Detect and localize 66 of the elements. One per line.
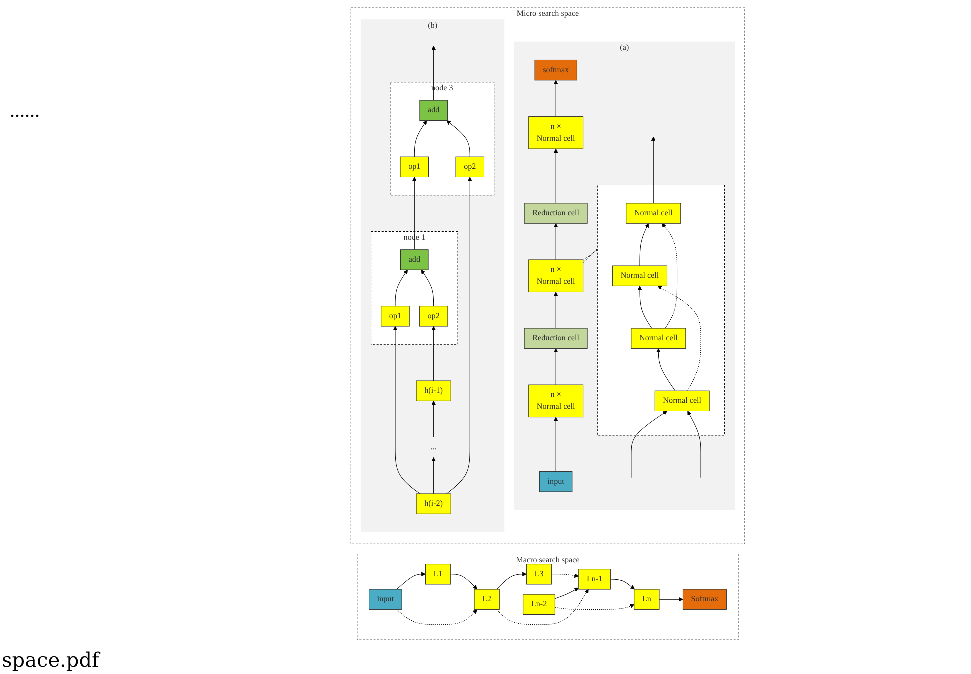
arrow <box>640 223 650 266</box>
node-box: add <box>400 250 429 270</box>
arrow <box>396 609 478 626</box>
node-box: op2 <box>456 156 484 178</box>
node-box: add <box>420 100 448 121</box>
arrow <box>554 292 558 329</box>
node-box: n × Normal cell <box>528 384 584 418</box>
arrow <box>610 579 635 590</box>
arrow <box>552 574 580 578</box>
arrow <box>658 286 702 392</box>
arrow <box>631 411 668 478</box>
arrow <box>432 46 436 101</box>
node-box: input <box>369 589 402 610</box>
node-box: h(i-1) <box>416 380 452 402</box>
node-box: n × Normal cell <box>528 116 584 150</box>
arrow <box>554 348 558 386</box>
arrow <box>554 604 635 610</box>
arrow <box>446 177 472 494</box>
node-box: L3 <box>526 564 552 585</box>
cluster <box>597 185 725 436</box>
arrow <box>688 411 702 478</box>
node-box: L1 <box>425 564 452 585</box>
arrow <box>656 348 676 392</box>
node-box: Normal cell <box>631 328 686 349</box>
node-box: Reduction cell <box>524 328 588 349</box>
node-box: n × Normal cell <box>528 260 584 292</box>
node-box: op2 <box>419 306 448 327</box>
arrow <box>414 120 428 158</box>
node-box: Normal cell <box>626 203 682 224</box>
arrow <box>412 177 417 250</box>
arrow <box>554 80 558 117</box>
arrow <box>446 120 470 158</box>
arrow <box>496 589 589 626</box>
arrow <box>432 326 436 382</box>
arrow <box>421 270 434 307</box>
node-box: Reduction cell <box>524 203 588 224</box>
node-box: op1 <box>381 306 410 327</box>
node-box: op1 <box>400 156 430 178</box>
arrow <box>396 572 426 590</box>
node-box: Normal cell <box>612 266 668 286</box>
node-box: h(i-2) <box>416 494 452 514</box>
arrow <box>450 574 478 590</box>
arrow <box>662 223 678 329</box>
node-box: L2 <box>474 589 500 610</box>
node-box: softmax <box>534 60 578 81</box>
ellipsis-text: ...... <box>10 100 40 123</box>
arrow <box>554 417 558 472</box>
arrow <box>496 572 527 590</box>
node-text: ... <box>430 443 437 452</box>
node-box: Ln-2 <box>523 594 556 615</box>
node-box: input <box>539 472 573 492</box>
arrow <box>395 270 408 307</box>
arrow <box>554 588 580 600</box>
arrow <box>659 597 684 602</box>
arrow <box>554 148 558 204</box>
arrow <box>638 286 652 329</box>
node-box: Ln <box>634 589 660 610</box>
arrow <box>432 400 436 438</box>
node-box: Normal cell <box>654 390 710 412</box>
caption: space.pdf <box>2 648 100 672</box>
arrow <box>651 136 656 204</box>
arrow <box>432 457 436 494</box>
arrow <box>393 326 420 494</box>
node-box: Ln-1 <box>578 569 611 590</box>
node-box: Softmax <box>682 589 727 610</box>
arrow <box>554 223 558 260</box>
